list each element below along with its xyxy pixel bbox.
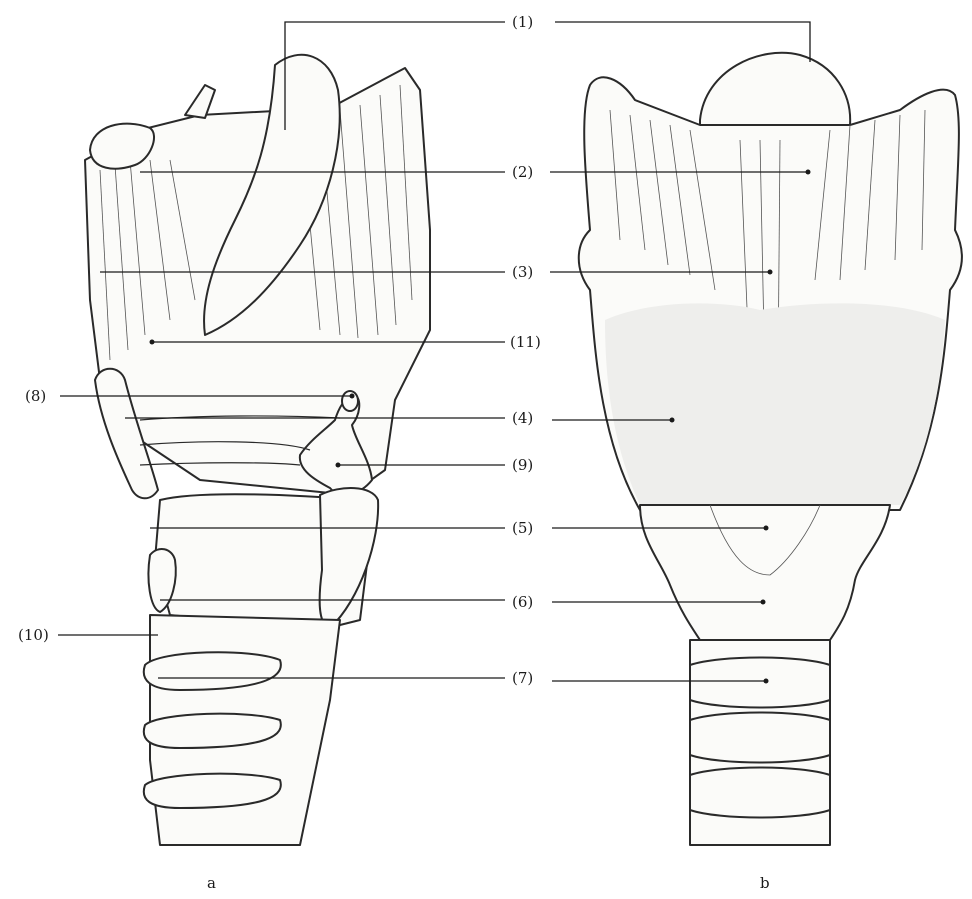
label-6: (6) [512,593,533,611]
larynx-lateral-view [85,55,430,845]
epiglottis-posterior [700,53,850,125]
label-5: (5) [512,519,533,537]
label-10: (10) [18,626,49,644]
panel-label-b: b [760,874,770,892]
label-8: (8) [25,387,46,405]
label-2: (2) [512,163,533,181]
label-11: (11) [510,333,541,351]
label-9: (9) [512,456,533,474]
label-4: (4) [512,409,533,427]
label-3: (3) [512,263,533,281]
label-1: (1) [512,13,533,31]
cricoid-cartilage-posterior [640,505,890,640]
panel-label-a: a [207,874,216,892]
label-7: (7) [512,669,533,687]
tracheal-rings-lateral [144,652,281,808]
